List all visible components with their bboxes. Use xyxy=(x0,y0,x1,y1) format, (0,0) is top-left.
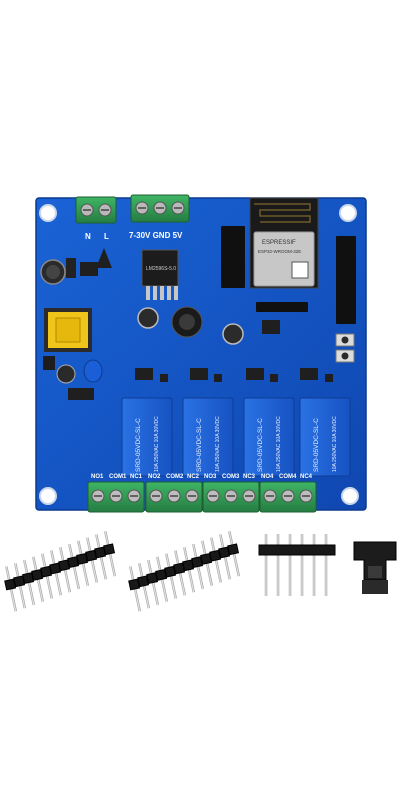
straight-pin-header-2 xyxy=(128,530,240,612)
pin-housing xyxy=(164,565,177,578)
relay-rating: 10A 250VAC 10A 30VDC xyxy=(276,416,282,472)
pin-housing xyxy=(49,562,62,575)
pin xyxy=(264,534,268,596)
pin-housing xyxy=(13,575,26,588)
pin-housing xyxy=(22,572,35,585)
pin xyxy=(276,534,280,596)
pin-housing xyxy=(146,572,159,585)
pin-housing xyxy=(227,543,240,556)
pin-housing xyxy=(4,578,17,591)
label-nc2: NC2 xyxy=(187,474,200,480)
relay-rating: 10A 250VAC 10A 30VDC xyxy=(215,416,221,472)
label-no3: NO3 xyxy=(204,474,217,480)
gpio-headers xyxy=(221,226,356,324)
buck-regulator: LM2596S-5.0 xyxy=(137,249,280,345)
pin-housing xyxy=(128,578,141,591)
push-buttons xyxy=(335,333,355,363)
pin-housing xyxy=(85,549,98,562)
pin-housing xyxy=(94,546,107,559)
relay-model: SRD-05VDC-SL-C xyxy=(135,418,142,472)
pin xyxy=(312,534,316,596)
relay-rating: 10A 250VAC 10A 30VDC xyxy=(332,416,338,472)
pin xyxy=(288,534,292,596)
label-com1: COM1 xyxy=(109,474,127,480)
label-nc1: NC1 xyxy=(130,474,143,480)
pin-housing xyxy=(258,544,336,556)
module-brand: ESPRESSIF xyxy=(262,240,296,246)
ac-dc-converter xyxy=(40,248,112,400)
right-angle-pin-header xyxy=(258,534,336,596)
straight-pin-header-1 xyxy=(4,530,116,612)
pin-housing xyxy=(155,568,168,581)
relay-1: SRD-05VDC-SL-C 10A 250VAC 10A 30VDC xyxy=(121,397,173,477)
pin-housing xyxy=(191,556,204,569)
regulator-marking: LM2596S-5.0 xyxy=(146,266,176,272)
relay-terminal-block xyxy=(145,481,203,513)
relay-model: SRD-05VDC-SL-C xyxy=(257,418,264,472)
relay-terminal-block xyxy=(87,481,145,513)
ac-power-terminal xyxy=(75,196,117,224)
pin-housing xyxy=(40,565,53,578)
pin-housing xyxy=(103,543,116,556)
dc-input-terminal xyxy=(130,194,190,223)
terminal-label-l: L xyxy=(104,232,109,241)
pin xyxy=(324,534,328,596)
pin-housing xyxy=(31,568,44,581)
pin-housing xyxy=(173,562,186,575)
label-com2: COM2 xyxy=(166,474,184,480)
mounting-holes xyxy=(39,204,359,505)
relay-2: SRD-05VDC-SL-C 10A 250VAC 10A 30VDC xyxy=(182,397,234,477)
relay-rating: 10A 250VAC 10A 30VDC xyxy=(154,416,160,472)
relay-model: SRD-05VDC-SL-C xyxy=(313,418,320,472)
pin-housing xyxy=(137,575,150,588)
relay-terminal-block xyxy=(202,481,260,513)
pin-housing xyxy=(67,556,80,569)
pin-housing xyxy=(209,549,222,562)
relay-4: SRD-05VDC-SL-C 10A 250VAC 10A 30VDC xyxy=(299,397,351,477)
module-model: ESP32-WROOM-32E xyxy=(258,249,301,254)
jumper-cap xyxy=(353,541,397,594)
terminal-label-n: N xyxy=(85,232,91,241)
relay-model: SRD-05VDC-SL-C xyxy=(196,418,203,472)
relay-terminal-labels: NO1 COM1 NC1 NO2 COM2 NC2 NO3 COM3 NC3 N… xyxy=(91,474,313,480)
relay-board: N L 7-30V GND 5V xyxy=(35,194,367,513)
relay-output-terminals xyxy=(87,481,317,513)
pin-housing xyxy=(76,552,89,565)
pin xyxy=(300,534,304,596)
label-nc4: NC4 xyxy=(300,474,313,480)
pin-housing xyxy=(58,559,71,572)
pin-housing xyxy=(218,546,231,559)
relay-3: SRD-05VDC-SL-C 10A 250VAC 10A 30VDC xyxy=(243,397,295,477)
label-com3: COM3 xyxy=(222,474,240,480)
pin-housing xyxy=(182,559,195,572)
relay-terminal-block xyxy=(259,481,317,513)
label-no1: NO1 xyxy=(91,474,104,480)
label-no4: NO4 xyxy=(261,474,274,480)
label-no2: NO2 xyxy=(148,474,161,480)
pin-housing xyxy=(200,552,213,565)
dc-input-label: 7-30V GND 5V xyxy=(129,231,183,240)
label-com4: COM4 xyxy=(279,474,297,480)
label-nc3: NC3 xyxy=(243,474,256,480)
esp32-module: ESPRESSIF ESP32-WROOM-32E xyxy=(249,197,319,289)
relay-driver-parts xyxy=(135,368,333,382)
